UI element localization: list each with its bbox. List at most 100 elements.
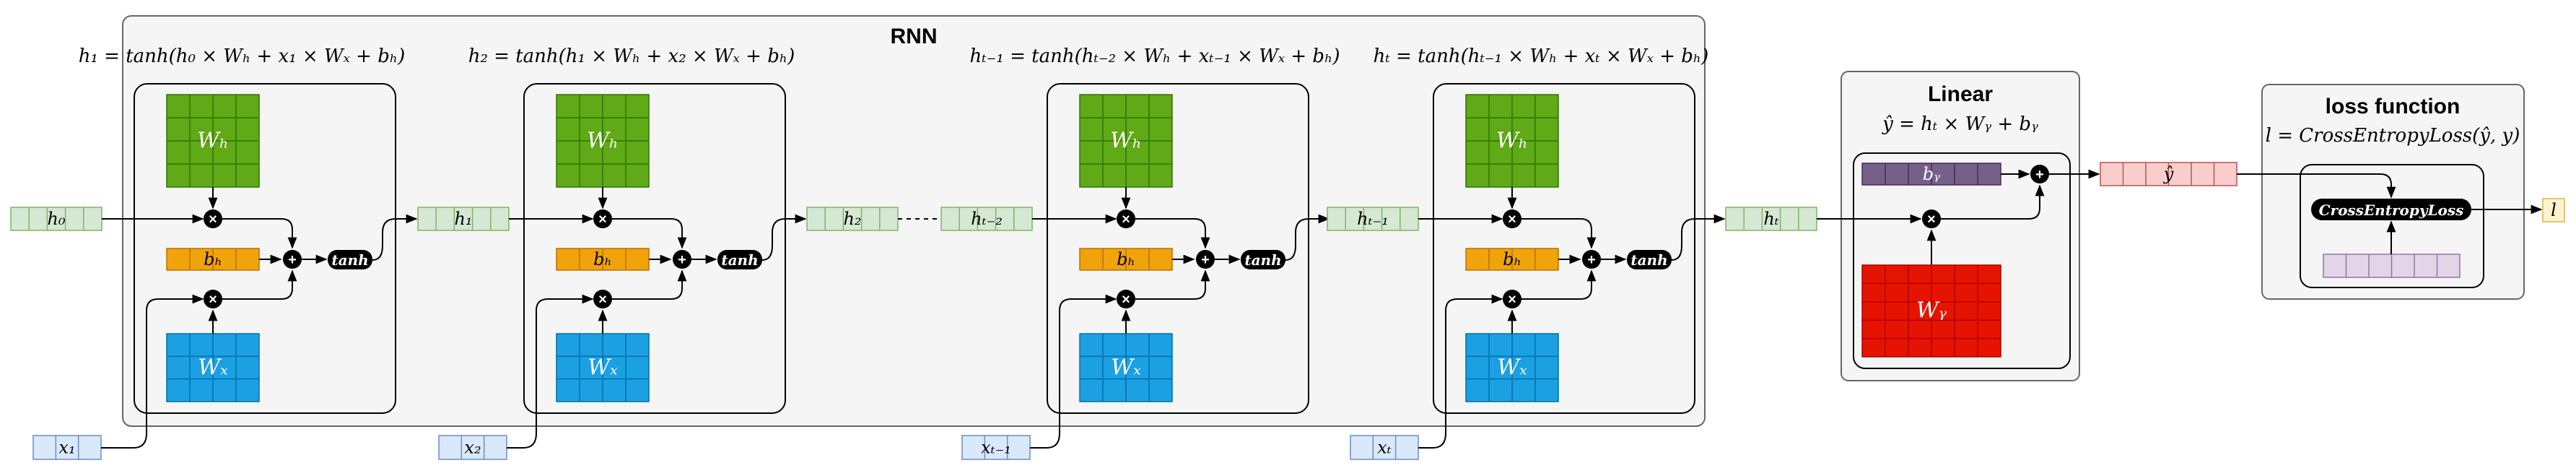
connector-arrow	[1135, 218, 1210, 249]
bias-bh-vector: bₕ	[556, 248, 650, 271]
cell-frame	[1433, 83, 1695, 414]
hidden-state-h2-output: h₂	[806, 207, 940, 231]
hidden-state-input: h₁	[417, 207, 510, 231]
cell-formula: hₜ = tanh(hₜ₋₁ × Wₕ + xₜ × Wₓ + bₕ)	[1374, 46, 1709, 67]
svg-text:+: +	[288, 252, 297, 268]
prediction-yhat-vector-label: ŷ	[2163, 164, 2174, 184]
weight-wh-label: Wₕ	[1496, 129, 1528, 154]
svg-text:tanh: tanh	[721, 251, 758, 269]
weight-wx-label: Wₓ	[1497, 355, 1527, 381]
bias-bh-label: bₕ	[593, 249, 612, 269]
input-x-vector-label: xₜ	[1377, 438, 1392, 458]
weight-wh-matrix: Wₕ	[556, 94, 650, 188]
connector-arrow	[222, 218, 297, 249]
rnn-cell-3: hₜ₋₁ = tanh(hₜ₋₂ × Wₕ + xₜ₋₁ × Wₓ + bₕ) W…	[940, 46, 1340, 460]
multiply-x-op: ×	[204, 290, 222, 308]
weight-wh-label: Wₕ	[1110, 129, 1142, 154]
connector-arrow	[1521, 218, 1597, 249]
connector-arrow	[1671, 214, 1726, 261]
weight-wh-label: Wₕ	[587, 129, 619, 154]
loss-title: loss function	[2326, 95, 2461, 118]
tanh-activation: tanh	[1241, 250, 1285, 269]
multiply-h-op: ×	[1117, 209, 1135, 228]
svg-text:×: ×	[598, 212, 607, 228]
hidden-state-ht-label: hₜ	[1763, 209, 1778, 229]
connector-arrow	[372, 214, 418, 261]
cell-frame	[523, 83, 786, 414]
weight-wx-label: Wₓ	[198, 355, 228, 381]
multiply-x-op: ×	[593, 290, 612, 308]
weight-wx-matrix: Wₓ	[166, 333, 260, 402]
connector-arrow	[1135, 269, 1210, 300]
connector-arrow	[1521, 269, 1597, 300]
hidden-state-input-label: h₀	[47, 209, 65, 229]
weight-wx-label: Wₓ	[1111, 355, 1141, 381]
linear-frame	[1853, 152, 2071, 369]
input-x-vector: x₂	[438, 435, 507, 460]
multiply-h-op: ×	[204, 209, 222, 228]
svg-text:×: ×	[209, 212, 217, 228]
loss-formula: l = CrossEntropyLoss(ŷ, y)	[2266, 125, 2520, 147]
svg-text:×: ×	[209, 292, 217, 308]
tanh-activation: tanh	[328, 250, 372, 269]
svg-text:+: +	[678, 252, 686, 268]
tanh-activation: tanh	[717, 250, 762, 269]
svg-text:tanh: tanh	[331, 251, 368, 269]
bias-bh-vector: bₕ	[1079, 248, 1173, 271]
svg-text:×: ×	[1122, 292, 1130, 308]
connector-arrow	[222, 269, 297, 300]
connector-arrow	[2237, 173, 2396, 199]
connector-arrow	[101, 294, 204, 449]
svg-text:×: ×	[598, 292, 607, 308]
weight-wh-label: Wₕ	[197, 129, 229, 154]
svg-text:+: +	[1201, 252, 1210, 268]
weight-wy-label: Wᵧ	[1916, 298, 1947, 324]
add-op: +	[1196, 250, 1215, 269]
hidden-state-input: hₜ₋₁	[1327, 207, 1419, 231]
connector-arrow	[1030, 294, 1117, 449]
tanh-activation: tanh	[1627, 250, 1672, 269]
hidden-state-input: h₀	[10, 207, 102, 231]
cell-formula: h₁ = tanh(h₀ × Wₕ + x₁ × Wₓ + bₕ)	[79, 46, 406, 67]
hidden-state-input-label: hₜ₋₁	[1357, 209, 1389, 229]
svg-text:×: ×	[1927, 212, 1936, 228]
add-op: +	[283, 250, 302, 269]
multiply-wy-op: ×	[1922, 209, 1941, 228]
connector-arrow	[1285, 214, 1330, 261]
target-y-vector	[2323, 254, 2461, 278]
rnn-cell-1: h₁ = tanh(h₀ × Wₕ + x₁ × Wₓ + bₕ)WₕbₕWₓ×…	[10, 46, 418, 460]
prediction-yhat-vector: ŷ	[2100, 162, 2237, 186]
add-op: +	[673, 250, 691, 269]
bias-bh-label: bₕ	[1503, 249, 1521, 269]
weight-wx-matrix: Wₓ	[556, 333, 650, 402]
weight-wx-matrix: Wₓ	[1079, 333, 1173, 402]
svg-text:tanh: tanh	[1244, 251, 1281, 269]
rnn-cell-2: h₂ = tanh(h₁ × Wₕ + x₂ × Wₓ + bₕ)WₕbₕWₓ×…	[417, 46, 807, 460]
loss-output-l: l	[2542, 198, 2565, 222]
input-x-vector-label: x₂	[464, 438, 481, 458]
rnn-title: RNN	[891, 25, 938, 48]
hidden-state-h2-box: h₂	[806, 207, 899, 231]
svg-text:+: +	[1587, 252, 1596, 268]
bias-bh-label: bₕ	[1117, 249, 1135, 269]
input-x-vector: xₜ₋₁	[961, 435, 1031, 460]
cell-formula: hₜ₋₁ = tanh(hₜ₋₂ × Wₕ + xₜ₋₁ × Wₓ + bₕ)	[970, 46, 1340, 67]
rnn-cell-4: hₜ = tanh(hₜ₋₁ × Wₕ + xₜ × Wₓ + bₕ) Wₕ bₕW…	[1327, 46, 1726, 460]
bias-bh-vector: bₕ	[1465, 248, 1559, 271]
connector-arrow	[507, 294, 594, 449]
linear-title: Linear	[1928, 82, 1993, 106]
hidden-state-ht: hₜ	[1725, 207, 1817, 231]
cell-frame	[134, 83, 396, 414]
bias-by-label: bᵧ	[1923, 164, 1940, 184]
loss-layer: ŷ l = CrossEntropyLoss(ŷ, y) CrossEntropyL…	[2100, 125, 2565, 288]
connector-arrow	[1941, 184, 2045, 220]
cross-entropy-op: CrossEntropyLoss	[2311, 199, 2471, 220]
hidden-state-h2-box-label: h₂	[843, 209, 861, 229]
weight-wh-matrix: Wₕ	[1465, 94, 1559, 188]
hidden-state-input-label: hₜ₋₂	[971, 209, 1003, 229]
svg-text:×: ×	[1508, 212, 1516, 228]
weight-wh-matrix: Wₕ	[166, 94, 260, 188]
